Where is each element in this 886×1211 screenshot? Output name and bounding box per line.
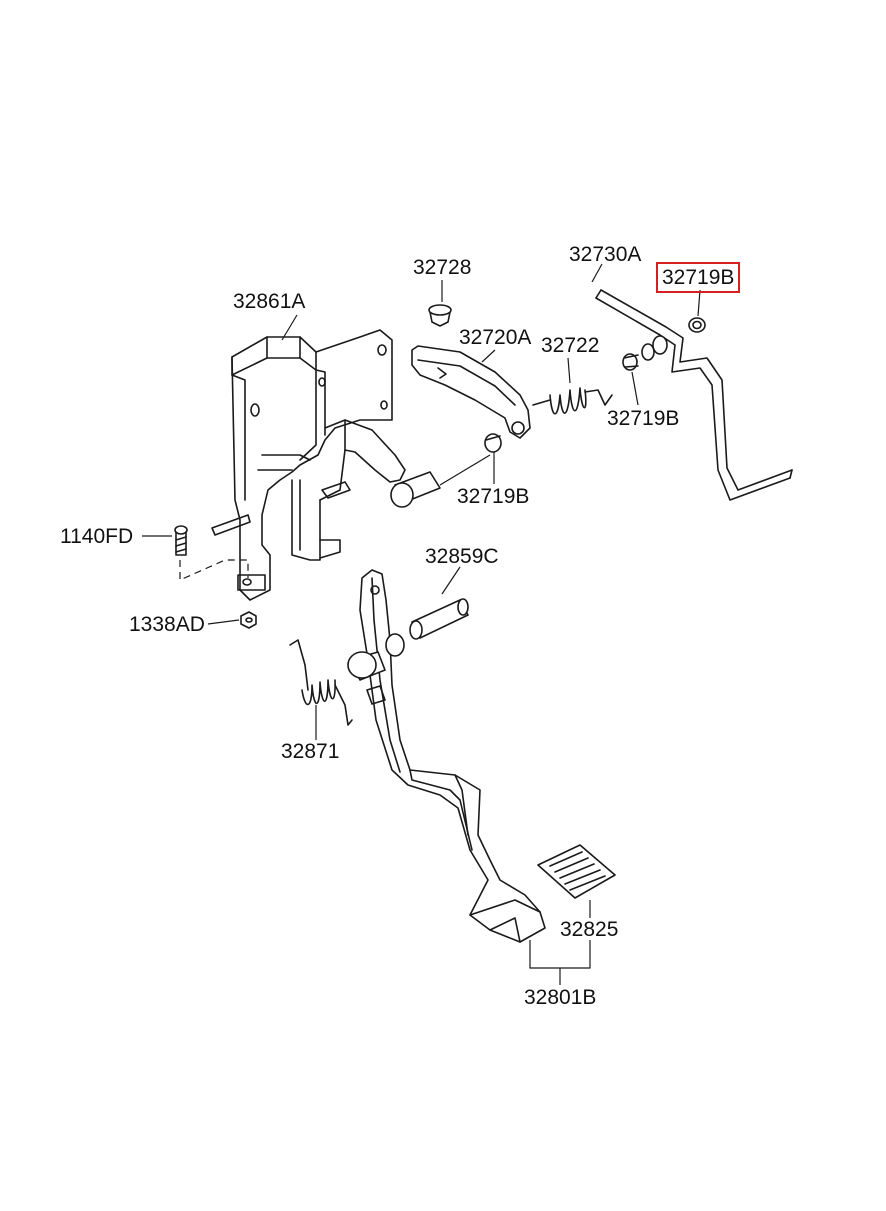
bolt-and-nut-drawing bbox=[174, 525, 257, 629]
label-32730A: 32730A bbox=[569, 243, 642, 266]
spring-32871-drawing bbox=[289, 639, 353, 726]
spring-32722-drawing bbox=[532, 387, 613, 415]
label-32825: 32825 bbox=[560, 918, 619, 941]
brake-pedal-drawing bbox=[347, 569, 616, 943]
label-32720A: 32720A bbox=[459, 326, 532, 349]
bushings-32719B-drawing bbox=[484, 317, 706, 453]
label-32871: 32871 bbox=[281, 740, 340, 763]
label-32861A: 32861A bbox=[233, 290, 306, 313]
pedal-bracket-drawing bbox=[211, 329, 491, 601]
label-32859C: 32859C bbox=[425, 545, 499, 568]
label-32728: 32728 bbox=[413, 256, 472, 279]
label-32722: 32722 bbox=[541, 334, 600, 357]
bushing-32728-drawing bbox=[428, 304, 452, 327]
rod-32730A-drawing bbox=[595, 289, 793, 501]
label-32801B: 32801B bbox=[524, 986, 597, 1009]
lever-32720A-drawing bbox=[411, 345, 531, 439]
leader-lines bbox=[142, 263, 701, 985]
label-32719B-low: 32719B bbox=[457, 485, 530, 508]
label-32719B-highlighted[interactable]: 32719B bbox=[655, 262, 741, 293]
label-1140FD: 1140FD bbox=[60, 525, 134, 548]
label-1338AD: 1338AD bbox=[129, 613, 205, 636]
label-32719B-mid: 32719B bbox=[607, 407, 680, 430]
